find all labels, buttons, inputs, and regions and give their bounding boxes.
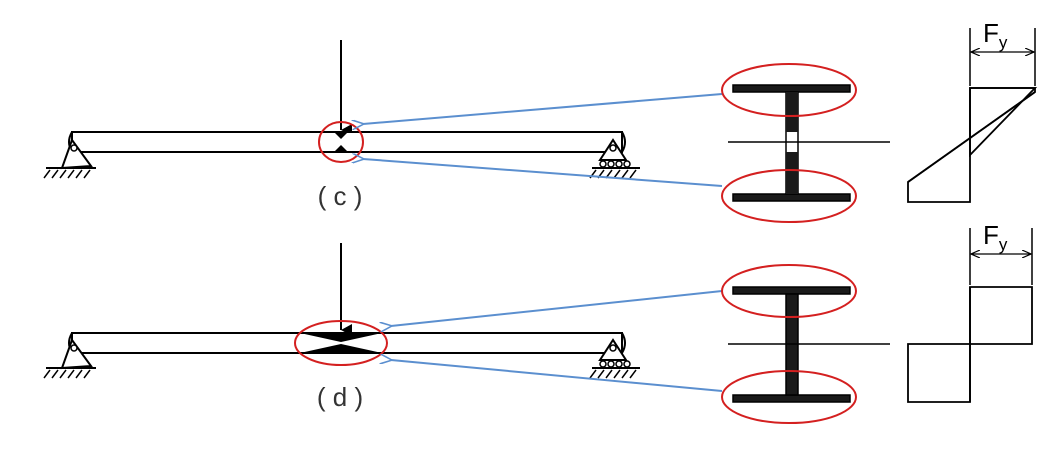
bottom-flange-ellipse-c (721, 169, 857, 223)
roller-support-c (589, 138, 640, 179)
pin-support-d (43, 337, 96, 379)
top-flange-ellipse-c (721, 63, 857, 117)
roller-support-d (589, 338, 640, 379)
panel-c: ( c ) Fy (43, 18, 1038, 223)
panel-label-d: ( d ) (317, 382, 363, 412)
bottom-flange-arrow-c (363, 159, 723, 187)
panel-label-c: ( c ) (318, 181, 363, 211)
i-section-d (728, 286, 890, 403)
stress-diagram-d (907, 286, 1033, 403)
hinge-ellipse-c (318, 121, 364, 163)
pin-support-c (43, 137, 96, 179)
plastic-zone-c (334, 132, 348, 152)
top-flange-ellipse-d (721, 264, 857, 318)
top-flange-arrow-c (363, 93, 723, 124)
i-section-c (728, 84, 890, 202)
bottom-flange-arrow-d (391, 360, 723, 392)
beam-c (71, 131, 623, 153)
top-flange-arrow-d (391, 290, 723, 326)
fy-dimension-c: Fy (969, 18, 1036, 86)
bottom-flange-ellipse-d (721, 370, 857, 424)
hinge-ellipse-d (294, 320, 388, 366)
fy-dimension-d: Fy (969, 220, 1033, 285)
stress-diagram-c (907, 87, 1038, 203)
plastic-zone-d (300, 333, 382, 353)
fy-label-d: Fy (983, 220, 1008, 254)
fy-label-c: Fy (983, 18, 1008, 52)
panel-d: ( d ) Fy (43, 220, 1033, 424)
